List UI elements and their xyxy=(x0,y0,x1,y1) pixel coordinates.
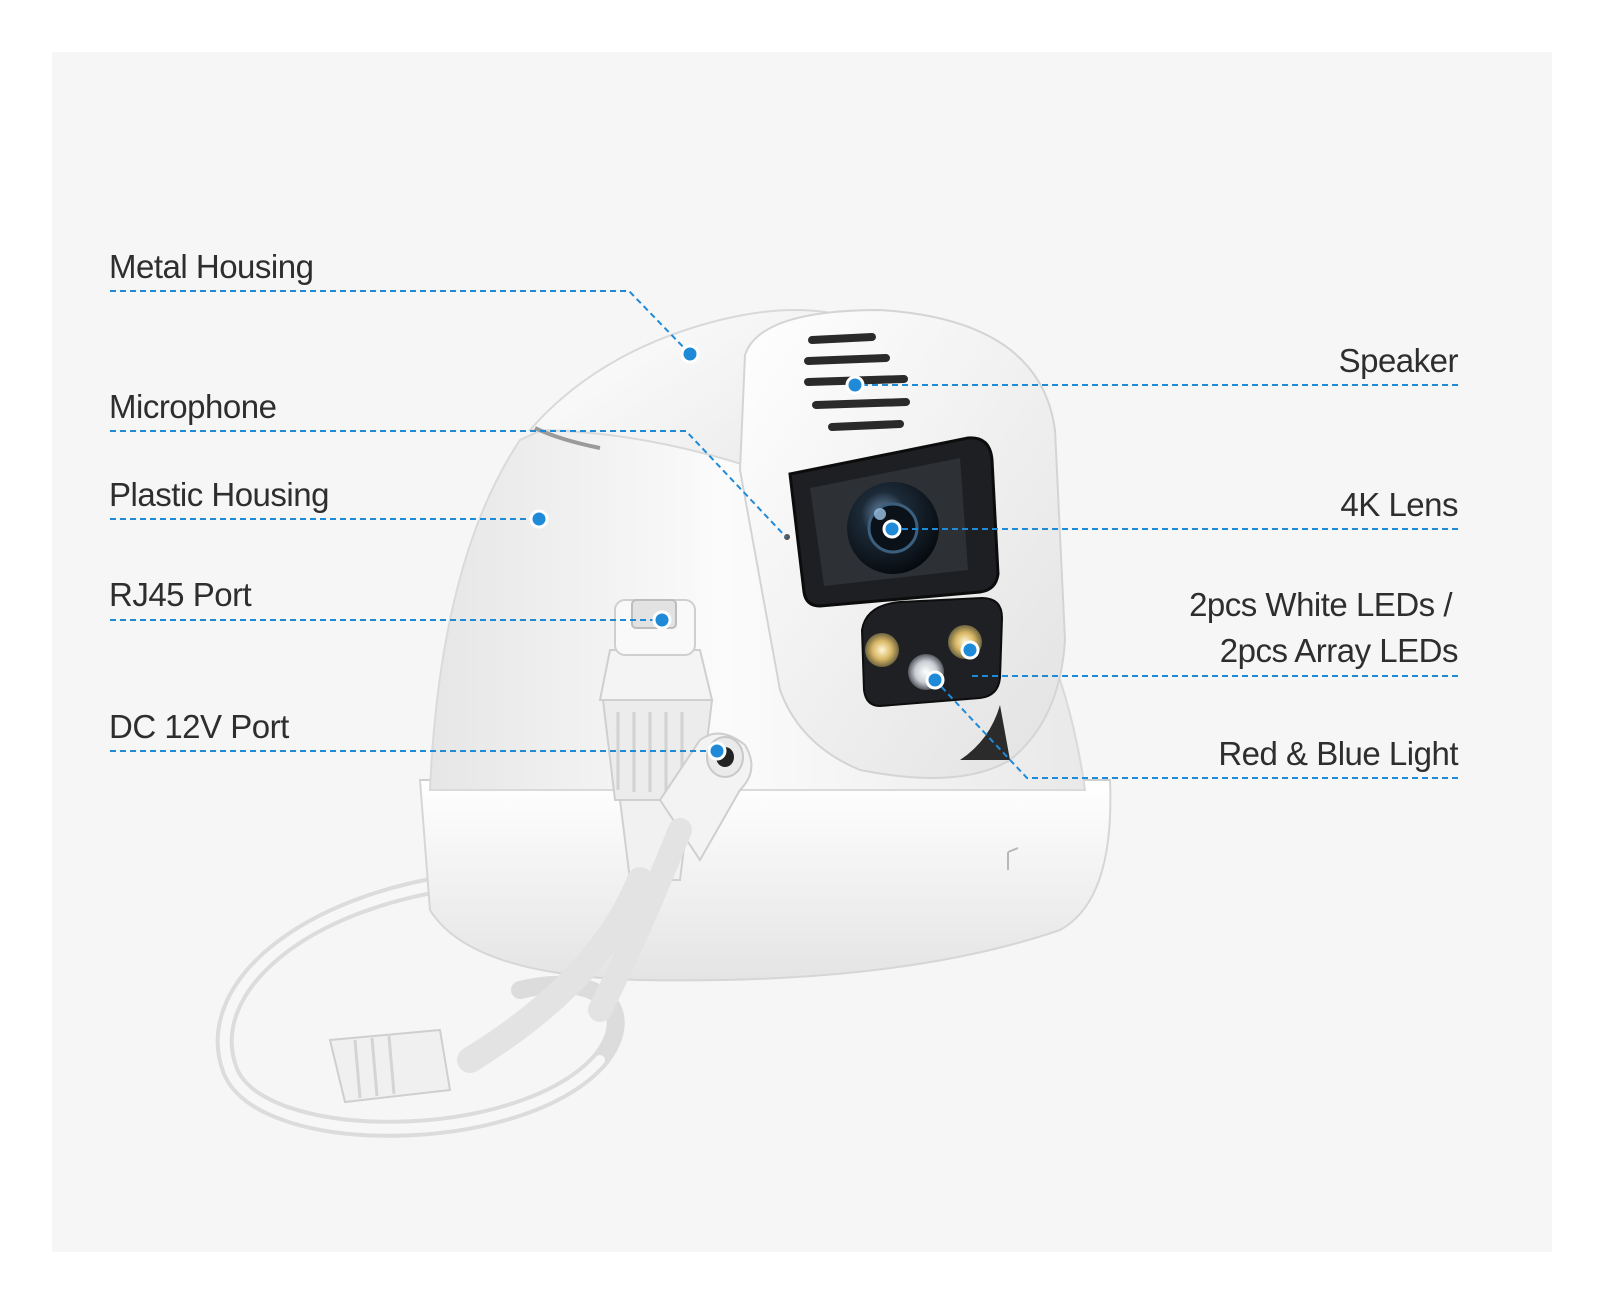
leader-red-blue-light xyxy=(934,679,1458,779)
dot-dc-port xyxy=(707,741,727,761)
callout-dots xyxy=(529,344,980,761)
dot-leds xyxy=(960,640,980,660)
label-leds-line1: 2pcs White LEDs / xyxy=(1189,586,1453,623)
led-strip xyxy=(860,596,1004,708)
label-plastic-housing: Plastic Housing xyxy=(109,476,329,513)
label-speaker: Speaker xyxy=(1339,342,1459,379)
dot-plastic-housing xyxy=(529,509,549,529)
leader-metal-housing xyxy=(110,290,691,355)
label-microphone: Microphone xyxy=(109,388,276,425)
label-leds-line2: 2pcs Array LEDs xyxy=(1220,632,1458,669)
leader-lines xyxy=(110,290,1458,779)
callout-labels: Metal Housing Microphone Plastic Housing… xyxy=(109,248,1459,772)
dot-rj45-port xyxy=(652,610,672,630)
dot-red-blue-light xyxy=(925,670,945,690)
leader-microphone xyxy=(110,430,787,538)
label-lens: 4K Lens xyxy=(1340,486,1458,523)
label-dc-port: DC 12V Port xyxy=(109,708,289,745)
label-rj45-port: RJ45 Port xyxy=(109,576,252,613)
dot-lens xyxy=(882,519,902,539)
dot-speaker xyxy=(845,375,865,395)
led-white-left xyxy=(865,633,899,667)
label-red-blue-light: Red & Blue Light xyxy=(1218,735,1458,772)
camera-base xyxy=(418,779,1112,982)
rj45-connector xyxy=(457,599,714,1073)
camera-illustration xyxy=(215,308,1112,1138)
label-metal-housing: Metal Housing xyxy=(109,248,313,285)
cable-plug xyxy=(328,1028,452,1104)
dot-metal-housing xyxy=(680,344,700,364)
